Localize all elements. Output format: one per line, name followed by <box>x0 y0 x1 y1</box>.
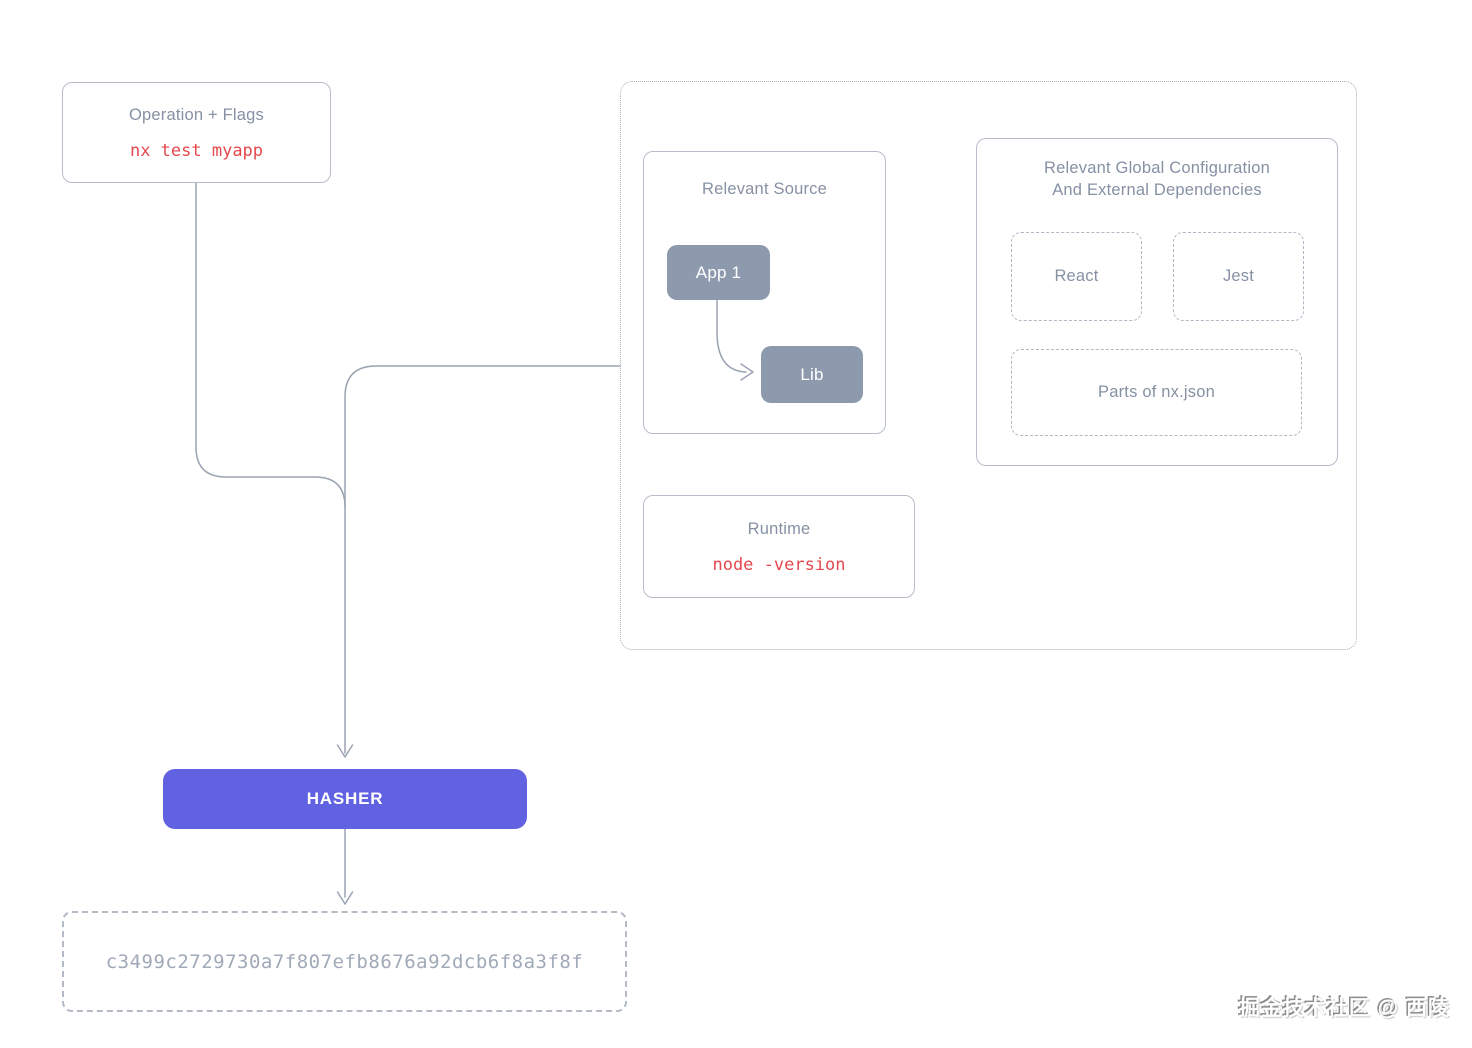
operation-flags-command: nx test myapp <box>129 140 264 161</box>
watermark-text: 掘金技术社区 @ 西陵 <box>1238 997 1450 1020</box>
connector-operation-to-hasher <box>195 182 346 508</box>
react-label: React <box>1054 267 1099 286</box>
global-config-title-line1: Relevant Global Configuration <box>1044 159 1270 177</box>
react-dependency-box: React <box>1011 232 1142 321</box>
hash-value: c3499c2729730a7f807efb8676a92dcb6f8a3f8f <box>105 950 584 973</box>
hash-output-box: c3499c2729730a7f807efb8676a92dcb6f8a3f8f <box>62 911 627 1012</box>
jest-label: Jest <box>1222 267 1255 286</box>
lib-node: Lib <box>761 346 863 403</box>
arrowhead-into-hasher <box>336 744 354 758</box>
hash-inputs-container: Relevant Source App 1 Lib Relevant Globa… <box>620 81 1357 650</box>
jest-dependency-box: Jest <box>1173 232 1304 321</box>
connector-inputs-to-hasher <box>344 365 621 754</box>
runtime-box: Runtime node -version <box>643 495 915 598</box>
global-config-box: Relevant Global Configuration And Extern… <box>976 138 1338 466</box>
nx-json-label: Parts of nx.json <box>1098 383 1215 402</box>
operation-flags-box: Operation + Flags nx test myapp <box>62 82 331 183</box>
global-config-title: Relevant Global Configuration And Extern… <box>977 157 1337 202</box>
operation-flags-title: Operation + Flags <box>128 106 264 125</box>
hasher-node: HASHER <box>163 769 527 829</box>
relevant-source-title: Relevant Source <box>702 180 827 198</box>
runtime-command: node -version <box>712 554 846 575</box>
app1-node: App 1 <box>667 245 770 300</box>
arrowhead-into-hash <box>336 891 354 905</box>
nx-json-box: Parts of nx.json <box>1011 349 1302 436</box>
runtime-title: Runtime <box>747 520 811 539</box>
global-config-title-line2: And External Dependencies <box>1052 181 1262 200</box>
relevant-source-box: Relevant Source App 1 Lib <box>643 151 886 434</box>
